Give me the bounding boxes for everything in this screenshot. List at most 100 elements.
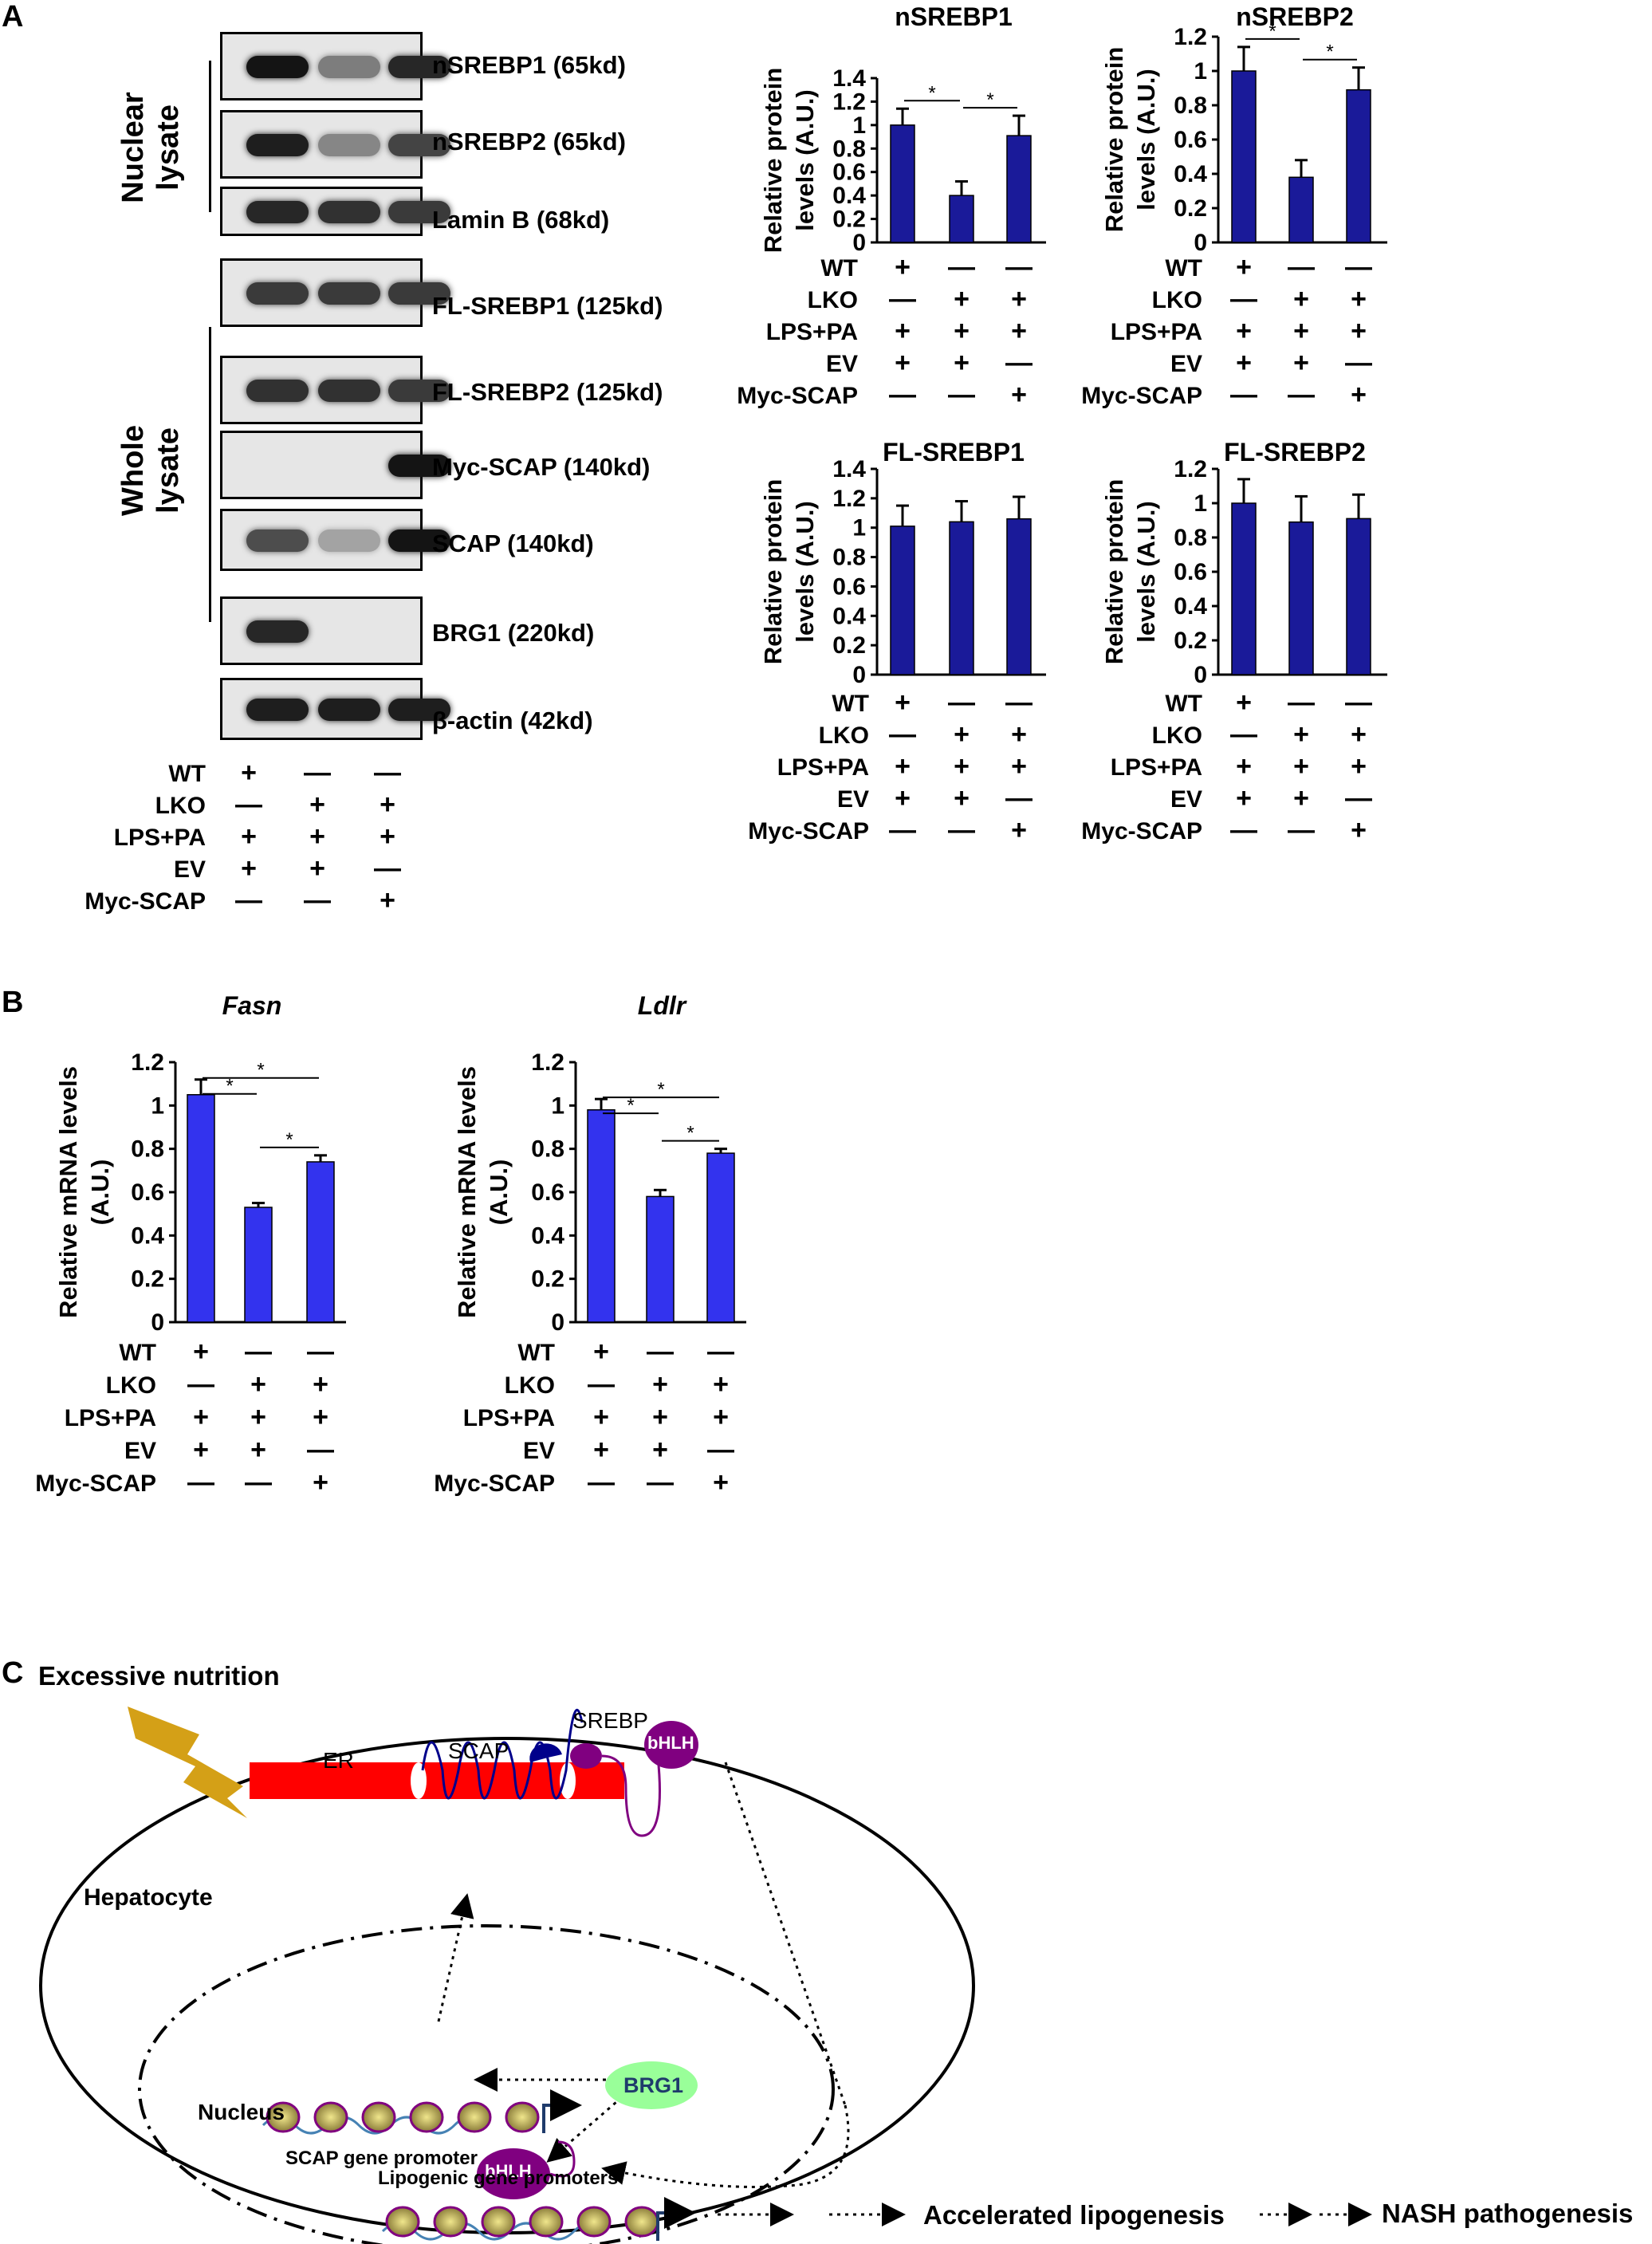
condition-sign: + <box>380 885 395 915</box>
condition-sign: + <box>895 783 911 813</box>
condition-sign: — <box>1005 252 1032 282</box>
condition-label: LKO <box>105 1372 156 1399</box>
condition-sign: + <box>313 1467 328 1498</box>
y-tick-label: 1.4 <box>832 65 866 92</box>
y-tick-label: 0 <box>151 1309 164 1336</box>
condition-sign: + <box>1351 380 1367 410</box>
condition-sign: — <box>948 687 975 718</box>
y-tick-label: 0.8 <box>832 545 866 571</box>
bar <box>1006 518 1032 675</box>
significance-star: * <box>1326 41 1333 63</box>
y-tick-label: 1.2 <box>1174 456 1207 482</box>
condition-sign: — <box>1345 783 1372 813</box>
condition-sign: — <box>307 1435 334 1465</box>
condition-sign: + <box>1011 751 1027 781</box>
y-tick-label: 1.2 <box>832 486 866 512</box>
condition-sign: + <box>1351 719 1367 750</box>
condition-label: Myc-SCAP <box>737 383 858 409</box>
blot-band <box>388 455 450 477</box>
bar <box>244 1207 273 1323</box>
bar <box>1288 176 1314 243</box>
condition-sign: — <box>1288 687 1315 718</box>
condition-sign: + <box>241 821 257 852</box>
y-axis-label: levels (A.U.) <box>791 89 819 230</box>
y-tick-label: 1 <box>151 1092 164 1119</box>
condition-sign: + <box>1236 348 1252 378</box>
condition-sign: + <box>713 1467 729 1498</box>
y-tick-label: 0.4 <box>832 603 866 629</box>
condition-sign: — <box>1005 783 1032 813</box>
excessive-nutrition-label: Excessive nutrition <box>38 1661 280 1691</box>
condition-sign: — <box>1345 348 1372 378</box>
condition-sign: — <box>235 885 262 915</box>
blot-strip <box>220 678 450 740</box>
condition-label: LPS+PA <box>777 754 869 781</box>
condition-label: LKO <box>807 287 858 313</box>
condition-sign: + <box>241 853 257 884</box>
condition-label: LKO <box>155 793 206 819</box>
srebp-label: SREBP <box>572 1708 648 1733</box>
y-axis-label: Relative mRNA levels <box>54 1066 82 1318</box>
condition-label: WT <box>517 1340 555 1366</box>
blot-strip <box>220 32 450 100</box>
condition-label: LKO <box>818 722 869 749</box>
y-axis-label: Relative protein <box>759 479 787 665</box>
blot-band <box>318 134 380 156</box>
y-tick-label: 1.2 <box>832 89 866 115</box>
y-tick-label: 0.2 <box>832 632 866 659</box>
condition-label: LPS+PA <box>462 1405 555 1431</box>
condition-sign: + <box>1236 687 1252 718</box>
condition-sign: — <box>1288 380 1315 410</box>
condition-sign: — <box>1230 380 1257 410</box>
y-axis-label: Relative protein <box>759 68 787 254</box>
scap-protein <box>421 1708 584 1800</box>
y-tick-label: 1.2 <box>131 1049 164 1076</box>
blot-band <box>388 380 450 402</box>
condition-sign: — <box>948 380 975 410</box>
condition-sign: + <box>1011 719 1027 750</box>
significance-star: * <box>226 1076 233 1097</box>
condition-sign: — <box>187 1467 214 1498</box>
condition-sign: + <box>1011 316 1027 346</box>
bar <box>706 1152 735 1323</box>
y-tick-label: 0.8 <box>1174 93 1207 119</box>
condition-sign: — <box>374 758 401 788</box>
condition-sign: + <box>954 751 970 781</box>
lightning-icon <box>128 1707 247 1818</box>
srebp-bhlh <box>644 1721 698 1769</box>
blot-band <box>318 530 380 552</box>
blot-strip <box>220 258 450 327</box>
blot-band <box>246 134 309 156</box>
condition-sign: + <box>1351 284 1367 314</box>
y-tick-label: 1.2 <box>1174 24 1207 50</box>
y-tick-label: 0.4 <box>131 1222 164 1249</box>
blot-band <box>246 56 309 78</box>
blot-band <box>246 201 309 223</box>
chart-title: Ldlr <box>638 991 687 1020</box>
condition-sign: — <box>245 1467 272 1498</box>
condition-label: WT <box>1165 255 1202 281</box>
condition-sign: + <box>309 821 325 852</box>
blot-label: Myc-SCAP (140kd) <box>432 453 651 481</box>
condition-sign: + <box>241 758 257 788</box>
scap-promoter-label: SCAP gene promoter <box>285 2148 478 2169</box>
significance-star: * <box>285 1129 293 1151</box>
condition-label: WT <box>168 761 206 787</box>
scap-label: SCAP <box>448 1738 509 1763</box>
nuclear-bhlh <box>477 2148 550 2199</box>
significance-star: * <box>657 1079 664 1100</box>
er-label: ER <box>323 1748 354 1773</box>
condition-sign: + <box>954 719 970 750</box>
y-tick-label: 1.2 <box>531 1049 564 1076</box>
blot-band <box>246 282 309 305</box>
condition-sign: — <box>1288 252 1315 282</box>
condition-sign: — <box>707 1435 734 1465</box>
bar <box>1346 89 1371 243</box>
bar <box>1346 518 1371 675</box>
condition-sign: — <box>588 1467 615 1498</box>
condition-label: Myc-SCAP <box>1081 818 1202 844</box>
condition-sign: — <box>1005 687 1032 718</box>
condition-sign: + <box>250 1435 266 1465</box>
y-tick-label: 0 <box>1194 230 1207 256</box>
